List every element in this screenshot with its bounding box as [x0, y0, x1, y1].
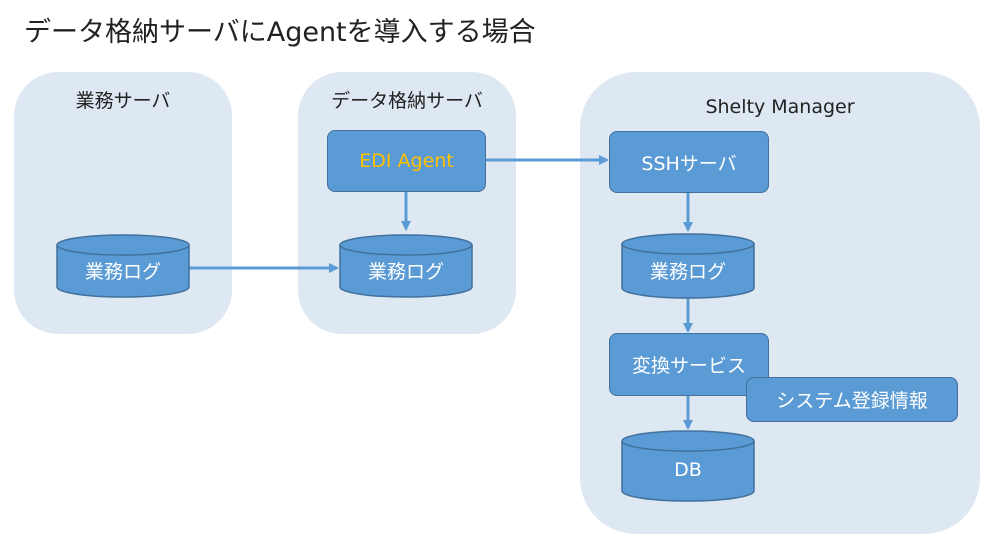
shelty-log-label: 業務ログ [649, 260, 726, 283]
edi-agent-label: EDI Agent [359, 150, 454, 172]
edi-agent-box: EDI Agent [327, 130, 486, 192]
group-label-data-server: データ格納サーバ [331, 90, 483, 112]
ssh-server-box: SSHサーバ [609, 131, 769, 193]
system-registration-box: システム登録情報 [746, 377, 958, 422]
page-title: データ格納サーバにAgentを導入する場合 [24, 17, 536, 48]
conversion-service-box: 変換サービス [609, 333, 769, 396]
business-log-label: 業務ログ [84, 260, 161, 283]
system-registration-label: システム登録情報 [776, 390, 928, 412]
data-server-log-label: 業務ログ [367, 260, 444, 283]
group-label-shelty-manager: Shelty Manager [705, 96, 855, 118]
shelty-log-database: 業務ログ [621, 233, 755, 299]
data-server-log-database: 業務ログ [339, 234, 473, 298]
business-log-database: 業務ログ [56, 234, 190, 298]
db-label: DB [674, 459, 702, 481]
db-database: DB [621, 430, 755, 502]
group-label-business-server: 業務サーバ [75, 90, 171, 112]
ssh-server-label: SSHサーバ [641, 152, 737, 175]
conversion-service-label: 変換サービス [631, 355, 746, 377]
